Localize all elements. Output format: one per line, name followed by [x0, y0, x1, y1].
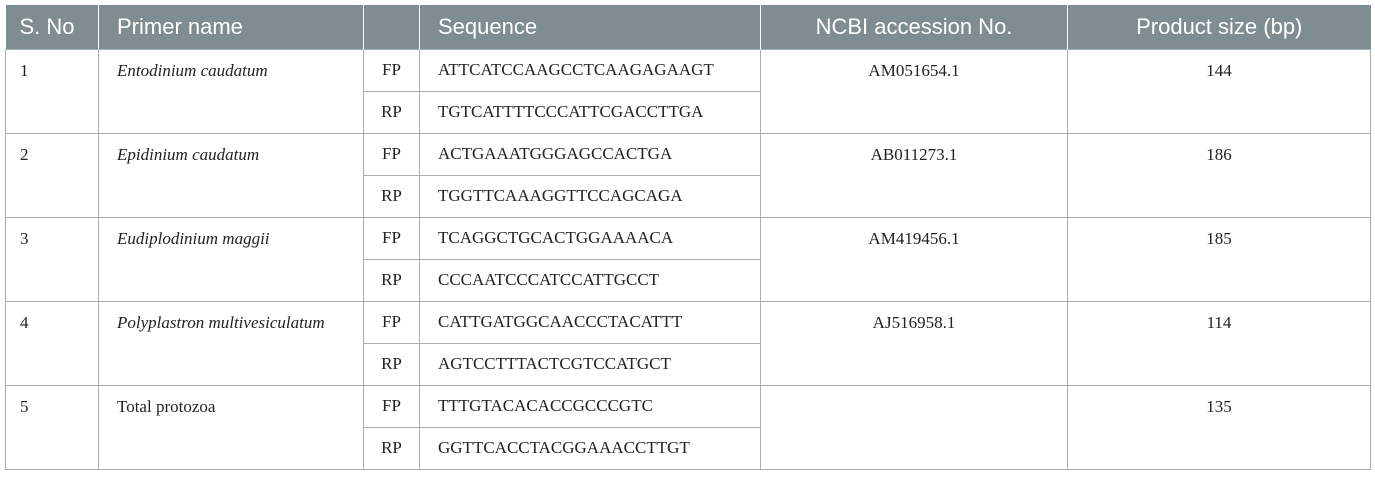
accession-cell [760, 384, 1068, 470]
rp-label-cell: RP [363, 90, 420, 134]
table-row: 1 Entodinium caudatum FP ATTCATCCAAGCCTC… [5, 48, 1371, 134]
fp-sequence-cell: TCAGGCTGCACTGGAAAACA [419, 216, 761, 260]
primer-name-cell: Polyplastron multivesiculatum [98, 300, 364, 386]
primer-name-cell: Entodinium caudatum [98, 48, 364, 134]
primer-table: S. No Primer name Sequence NCBI accessio… [5, 5, 1371, 470]
header-sno: S. No [5, 5, 99, 49]
fp-sequence-cell: ACTGAAATGGGAGCCACTGA [419, 132, 761, 176]
rp-label-cell: RP [363, 258, 420, 302]
rp-sequence-cell: TGGTTCAAAGGTTCCAGCAGA [419, 174, 761, 218]
table-row: 4 Polyplastron multivesiculatum FP CATTG… [5, 300, 1371, 386]
accession-cell: AM419456.1 [760, 216, 1068, 302]
header-accession: NCBI accession No. [760, 5, 1068, 49]
rp-label-cell: RP [363, 174, 420, 218]
accession-cell: AM051654.1 [760, 48, 1068, 134]
product-size-cell: 185 [1067, 216, 1371, 302]
table-row: 3 Eudiplodinium maggii FP TCAGGCTGCACTGG… [5, 216, 1371, 302]
sno-cell: 5 [5, 384, 99, 470]
fp-label-cell: FP [363, 216, 420, 260]
rp-label-cell: RP [363, 342, 420, 386]
header-primer-name: Primer name [98, 5, 364, 49]
table-row: RP CCCAATCCCATCCATTGCCT [6, 258, 1371, 302]
rp-sequence-cell: CCCAATCCCATCCATTGCCT [419, 258, 761, 302]
table-row: 2 Epidinium caudatum FP ACTGAAATGGGAGCCA… [5, 132, 1371, 218]
table-row: RP AGTCCTTTACTCGTCCATGCT [6, 342, 1371, 386]
header-primer-type [363, 5, 420, 49]
fp-label-cell: FP [363, 384, 420, 428]
primer-name-cell: Eudiplodinium maggii [98, 216, 364, 302]
rp-sequence-cell: TGTCATTTTCCCATTCGACCTTGA [419, 90, 761, 134]
header-product-size: Product size (bp) [1067, 5, 1371, 49]
fp-sequence-cell: CATTGATGGCAACCCTACATTT [419, 300, 761, 344]
header-sequence: Sequence [419, 5, 761, 49]
rp-sequence-cell: GGTTCACCTACGGAAACCTTGT [419, 426, 761, 470]
header-row: S. No Primer name Sequence NCBI accessio… [5, 5, 1371, 49]
fp-label-cell: FP [363, 48, 420, 92]
fp-label-cell: FP [363, 300, 420, 344]
sno-cell: 1 [5, 48, 99, 134]
product-size-cell: 135 [1067, 384, 1371, 470]
table-row: RP TGTCATTTTCCCATTCGACCTTGA [6, 90, 1371, 134]
primer-name-cell: Epidinium caudatum [98, 132, 364, 218]
sno-cell: 4 [5, 300, 99, 386]
fp-sequence-cell: TTTGTACACACCGCCCGTC [419, 384, 761, 428]
rp-sequence-cell: AGTCCTTTACTCGTCCATGCT [419, 342, 761, 386]
fp-sequence-cell: ATTCATCCAAGCCTCAAGAGAAGT [419, 48, 761, 92]
rp-label-cell: RP [363, 426, 420, 470]
table-row: 5 Total protozoa FP TTTGTACACACCGCCCGTC … [5, 384, 1371, 470]
product-size-cell: 144 [1067, 48, 1371, 134]
product-size-cell: 114 [1067, 300, 1371, 386]
primer-name-cell: Total protozoa [98, 384, 364, 470]
product-size-cell: 186 [1067, 132, 1371, 218]
sno-cell: 2 [5, 132, 99, 218]
table-row: RP GGTTCACCTACGGAAACCTTGT [6, 426, 1371, 470]
sno-cell: 3 [5, 216, 99, 302]
accession-cell: AJ516958.1 [760, 300, 1068, 386]
fp-label-cell: FP [363, 132, 420, 176]
table-row: RP TGGTTCAAAGGTTCCAGCAGA [6, 174, 1371, 218]
accession-cell: AB011273.1 [760, 132, 1068, 218]
